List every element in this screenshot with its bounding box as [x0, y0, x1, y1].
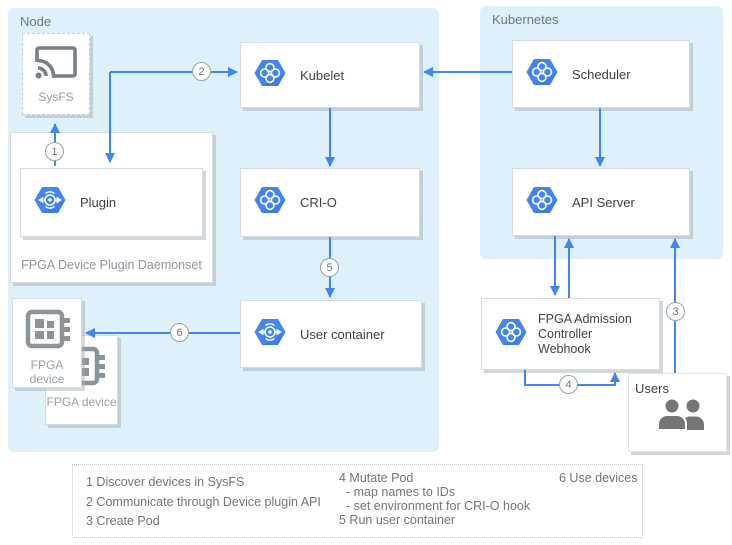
cast-icon [32, 43, 78, 86]
kubelet-box: Kubelet [240, 42, 420, 108]
legend-column-3: 6 Use devices [559, 471, 638, 485]
scheduler-label: Scheduler [572, 66, 631, 82]
legend-item: 1 Discover devices in SysFS [86, 475, 245, 489]
fpga-device-back-label: FPGA device [46, 395, 117, 409]
user-container-label: User container [300, 326, 385, 342]
legend-subitem: - set environment for CRI-O hook [346, 499, 531, 513]
users-box: Users [628, 373, 727, 452]
plugin-label: Plugin [80, 195, 117, 210]
crio-label: CRI-O [300, 195, 337, 210]
fpga-device-front-label: FPGA device [29, 358, 65, 386]
legend-item: 2 Communicate through Device plugin API [86, 494, 321, 509]
step-badge-4: 4 [559, 375, 578, 394]
api-server-label: API Server [572, 194, 635, 210]
daemonset-label: FPGA Device Plugin Daemonset [21, 258, 202, 272]
users-label: Users [635, 381, 669, 396]
legend-column-1: 1 Discover devices in SysFS 2 Communicat… [86, 473, 321, 532]
step-badge-6: 6 [170, 323, 189, 342]
user-container-box: User container [240, 300, 422, 368]
legend-item: 5 Run user container [339, 513, 456, 527]
legend-item: 6 Use devices [559, 471, 638, 485]
step-badge-2: 2 [192, 62, 211, 81]
legend-subitem: - map names to IDs [346, 485, 456, 499]
step-badge-1: 1 [45, 142, 64, 161]
scheduler-box: Scheduler [512, 40, 690, 108]
node-group-label: Node [20, 14, 52, 29]
fpga-device-front-box: FPGA device [12, 298, 82, 388]
kubernetes-hexagon-icon [525, 185, 559, 219]
sysfs-label: SysFS [38, 90, 74, 104]
kubernetes-hexagon-icon [253, 58, 287, 92]
admission-webhook-label: FPGA Admission Controller Webhook [538, 311, 632, 356]
plugin-box: Plugin [20, 168, 203, 237]
kubernetes-hexagon-icon [494, 317, 528, 351]
router-hexagon-icon [33, 186, 67, 219]
api-server-box: API Server [512, 168, 690, 236]
router-hexagon-icon [253, 317, 287, 351]
step-badge-3: 3 [666, 302, 685, 321]
kubelet-label: Kubelet [300, 67, 345, 83]
legend-column-2: 4 Mutate Pod - map names to IDs - set en… [339, 471, 530, 527]
sysfs-box: SysFS [22, 33, 90, 115]
crio-box: CRI-O [240, 168, 420, 237]
step-badge-5: 5 [320, 258, 339, 277]
kubernetes-hexagon-icon [525, 57, 559, 91]
legend-box: 1 Discover devices in SysFS 2 Communicat… [72, 464, 643, 538]
kubernetes-group-label: Kubernetes [492, 12, 559, 27]
legend-item: 4 Mutate Pod [339, 471, 414, 485]
admission-webhook-box: FPGA Admission Controller Webhook [481, 298, 660, 370]
chip-icon [23, 307, 71, 356]
legend-item: 3 Create Pod [86, 514, 160, 528]
kubernetes-hexagon-icon [253, 186, 287, 219]
users-icon [655, 396, 709, 437]
